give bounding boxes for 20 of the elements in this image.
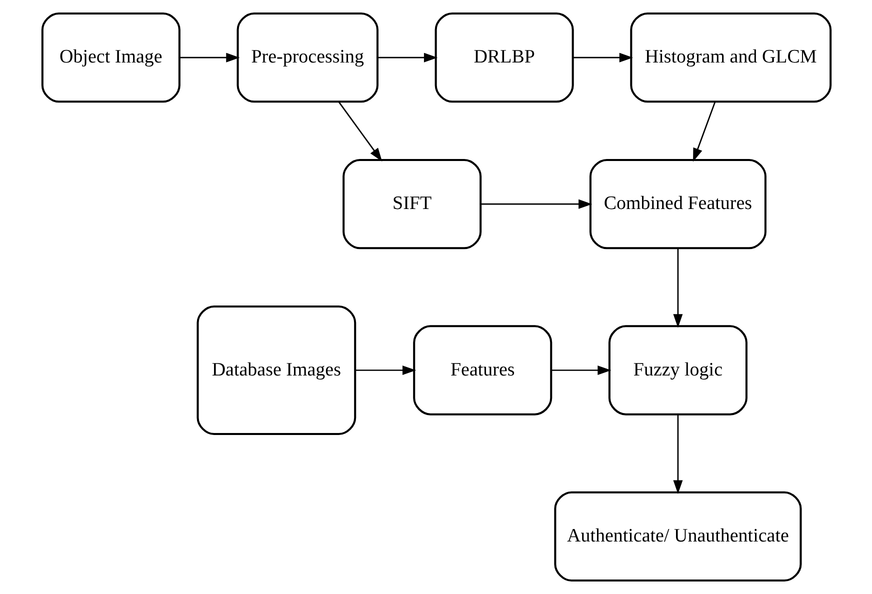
node-box: Histogram and GLCM: [630, 12, 832, 103]
node-box: Features: [412, 325, 552, 416]
node-box: Authenticate/ Unauthenticate: [554, 491, 802, 582]
arrow: [354, 366, 416, 375]
arrow: [672, 414, 682, 494]
node-box: Database Images: [196, 305, 356, 436]
arrow: [338, 101, 382, 162]
arrow: [480, 199, 592, 209]
node-box: DRLBP: [434, 12, 574, 103]
node-box: Fuzzy logic: [608, 325, 747, 416]
arrow: [179, 52, 240, 62]
arrow: [550, 366, 611, 375]
node-box: Pre-processing: [236, 12, 378, 103]
node-box: Combined Features: [588, 158, 766, 250]
node-box: SIFT: [342, 158, 482, 250]
arrow: [572, 52, 632, 62]
arrow: [692, 101, 716, 162]
arrow: [672, 248, 682, 328]
node-box: Object Image: [40, 12, 180, 103]
arrow: [377, 52, 438, 62]
